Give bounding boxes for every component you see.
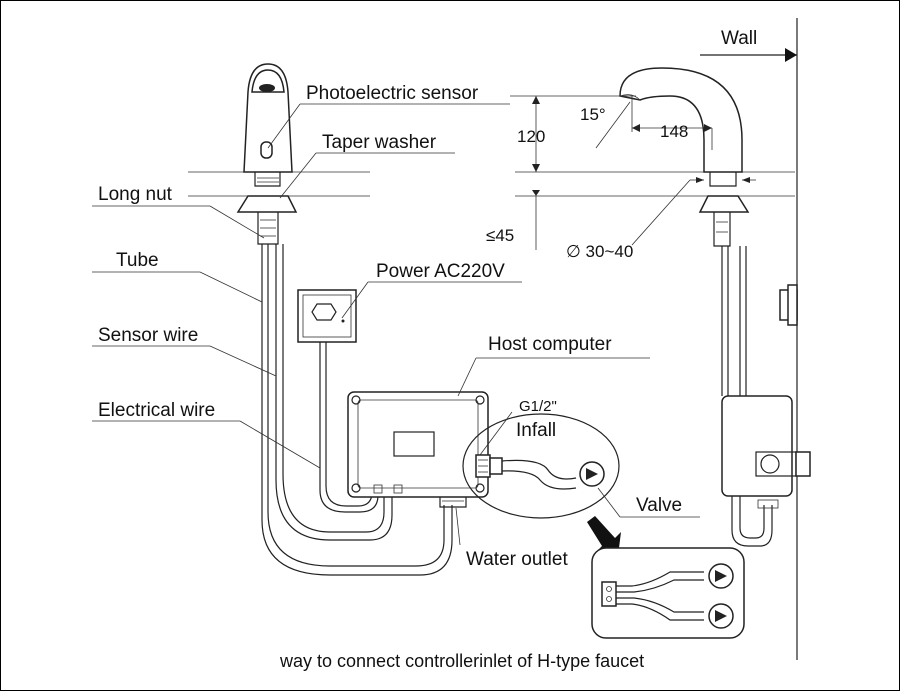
leader-lines: [92, 103, 700, 546]
infall-valve-detail: [462, 413, 620, 519]
label-photoelectric-sensor: Photoelectric sensor: [306, 83, 479, 104]
dim-height: 120: [517, 127, 545, 146]
label-sensor-wire: Sensor wire: [98, 325, 198, 346]
left-tubes: [261, 244, 453, 576]
label-water-outlet: Water outlet: [466, 549, 568, 570]
label-g12: G1/2": [519, 398, 557, 415]
dim-hole-diameter: ∅ 30~40: [566, 242, 633, 261]
label-taper-washer: Taper washer: [322, 132, 437, 153]
label-electrical-wire: Electrical wire: [98, 400, 215, 421]
wall: [700, 18, 798, 660]
caption: way to connect controllerinlet of H-type…: [279, 651, 644, 671]
label-long-nut: Long nut: [98, 184, 173, 205]
left-faucet: [236, 63, 298, 245]
label-power: Power AC220V: [376, 261, 505, 282]
countertop: [188, 171, 795, 197]
label-wall: Wall: [721, 28, 757, 49]
host-computer: [347, 391, 489, 508]
dimension-lines: [510, 95, 756, 250]
power-socket: [297, 289, 357, 343]
label-infall: Infall: [516, 420, 556, 441]
dim-reach: 148: [660, 122, 688, 141]
h-type-detail: [591, 547, 745, 639]
label-tube: Tube: [116, 250, 159, 271]
right-faucet: [619, 67, 811, 547]
label-valve: Valve: [636, 495, 682, 516]
label-host-computer: Host computer: [488, 334, 612, 355]
dim-thickness: ≤45: [486, 226, 514, 245]
dim-angle: 15°: [580, 105, 606, 124]
arrow-to-detail-icon: [587, 516, 621, 556]
